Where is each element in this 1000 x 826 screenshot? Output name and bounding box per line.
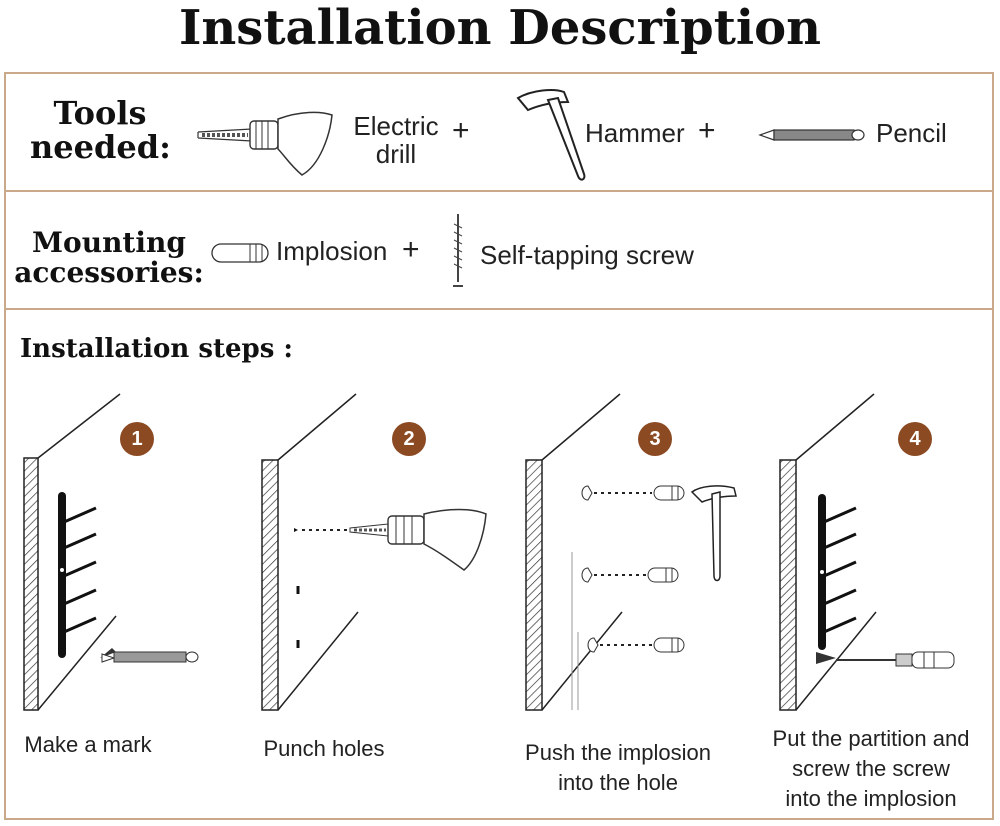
accessories-label-line1: Mounting: [32, 226, 186, 259]
accessories-label: Mounting accessories:: [14, 228, 204, 288]
plus-sign: +: [698, 114, 716, 147]
page-title: Installation Description: [178, 0, 822, 56]
step-3-caption: Push the implosion into the hole: [498, 738, 738, 798]
self-tapping-screw-icon: [453, 214, 463, 287]
step-3-badge: 3: [638, 422, 672, 456]
pencil-label: Pencil: [876, 118, 947, 148]
step-3-caption-line2: into the hole: [558, 770, 678, 795]
steps-panel: [4, 308, 994, 820]
steps-heading: Installation steps :: [20, 334, 293, 364]
step-2-badge: 2: [392, 422, 426, 456]
step-4-badge: 4: [898, 422, 932, 456]
tools-label-line2: needed:: [30, 128, 171, 166]
plus-sign: +: [402, 233, 420, 266]
drill-label-line2: drill: [375, 139, 417, 169]
pencil-icon: [758, 129, 865, 141]
step-2-illustration: [261, 393, 487, 711]
step-4-caption-line1: Put the partition and: [772, 726, 970, 751]
plus-sign: +: [452, 114, 470, 147]
hammer-icon: [516, 89, 586, 181]
screw-label: Self-tapping screw: [480, 240, 694, 270]
step-3-caption-line1: Push the implosion: [525, 740, 711, 765]
tools-label-line1: Tools: [53, 94, 147, 132]
electric-drill-label: Electric drill: [346, 112, 446, 168]
tools-label: Tools needed:: [30, 94, 171, 166]
step-4-illustration: [779, 393, 955, 711]
implosion-label: Implosion: [276, 236, 388, 266]
step-1-caption: Make a mark: [0, 730, 176, 760]
implosion-anchor-icon: [211, 243, 269, 263]
step-1-badge: 1: [120, 422, 154, 456]
step-3-illustration: [525, 393, 737, 711]
step-2-caption: Punch holes: [240, 734, 408, 764]
hammer-label: Hammer: [585, 118, 685, 148]
accessories-label-line2: accessories:: [14, 256, 204, 289]
step-4-caption-line2: screw the screw: [792, 756, 950, 781]
drill-label-line1: Electric: [353, 111, 439, 141]
step-1-illustration: [23, 393, 199, 711]
step-4-caption-line3: into the implosion: [785, 786, 957, 811]
step-1-caption-line1: Make a mark: [24, 732, 152, 757]
electric-drill-icon: [197, 111, 333, 176]
step-2-caption-line1: Punch holes: [263, 736, 385, 761]
step-4-caption: Put the partition and screw the screw in…: [746, 724, 996, 814]
